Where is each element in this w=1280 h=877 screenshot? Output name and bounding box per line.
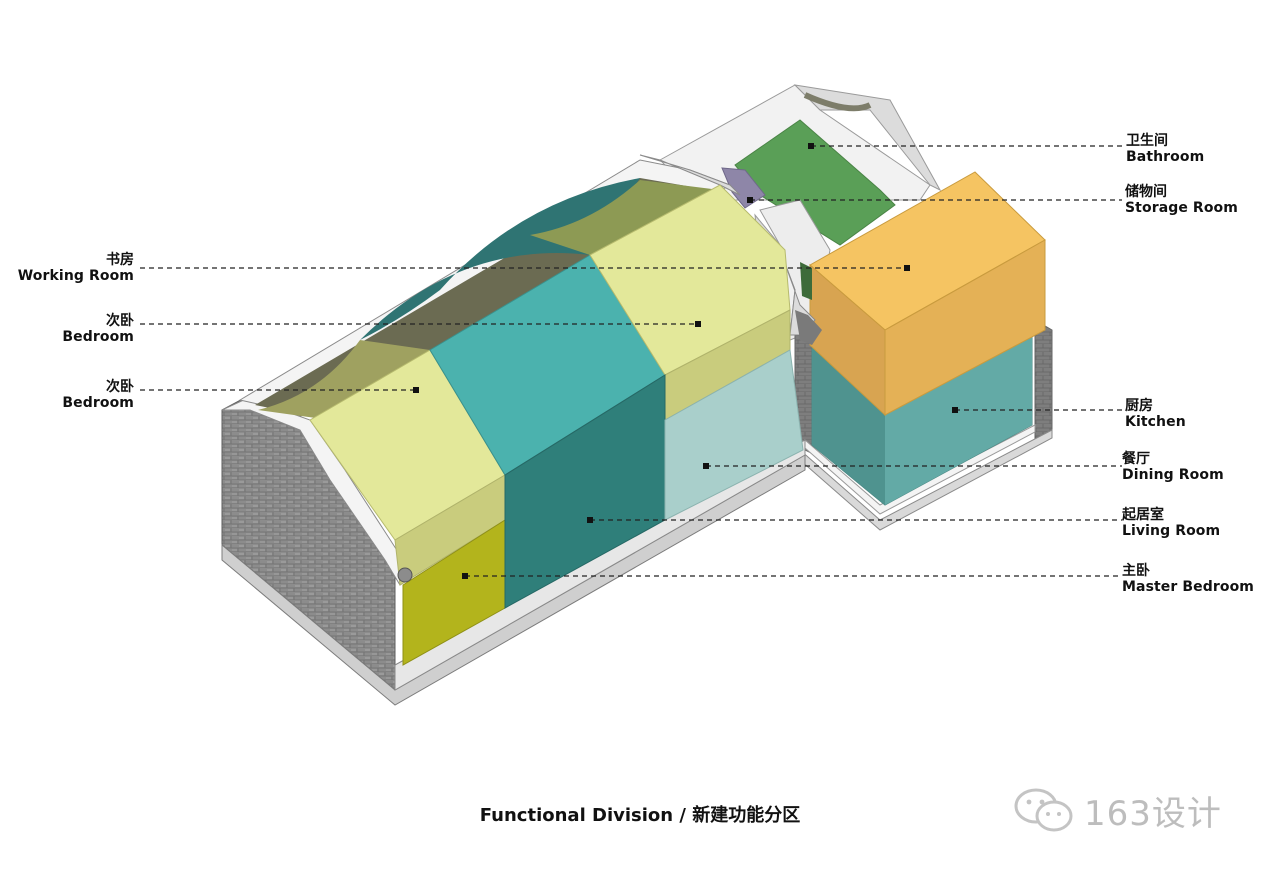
label-en: Bathroom <box>1126 149 1205 165</box>
leader-markers <box>413 143 958 579</box>
label-cn: 卫生间 <box>1126 133 1168 149</box>
label-bedroom-lower: 次卧 Bedroom <box>62 379 134 411</box>
label-working-room: 书房 Working Room <box>18 252 134 284</box>
label-en: Living Room <box>1122 523 1221 539</box>
dining-room-volume <box>664 349 804 521</box>
right-wing <box>794 171 1053 531</box>
figure-caption: Functional Division / 新建功能分区 <box>479 805 801 826</box>
label-cn: 厨房 <box>1125 398 1153 414</box>
wechat-icon <box>1014 788 1073 832</box>
main-building <box>221 154 822 706</box>
label-cn: 起居室 <box>1122 507 1164 523</box>
label-en: Dining Room <box>1122 467 1224 483</box>
label-storage-room: 储物间 Storage Room <box>1125 184 1238 216</box>
label-living-room: 起居室 Living Room <box>1122 507 1220 539</box>
leader-lines <box>140 145 1122 577</box>
watermark-text: 163设计 <box>1084 794 1222 834</box>
label-cn: 餐厅 <box>1122 451 1150 467</box>
label-en: Master Bedroom <box>1122 579 1254 595</box>
label-en: Kitchen <box>1125 414 1186 430</box>
label-master-bedroom: 主卧 Master Bedroom <box>1122 563 1254 595</box>
label-en: Storage Room <box>1125 200 1238 216</box>
label-en: Bedroom <box>62 395 134 411</box>
label-cn: 主卧 <box>1122 563 1150 579</box>
label-cn: 书房 <box>106 252 134 268</box>
label-kitchen: 厨房 Kitchen <box>1125 398 1186 430</box>
label-cn: 次卧 <box>106 379 134 395</box>
label-bedroom-upper: 次卧 Bedroom <box>62 313 134 345</box>
label-cn: 储物间 <box>1125 184 1167 200</box>
label-en: Bedroom <box>62 329 134 345</box>
label-bathroom: 卫生间 Bathroom <box>1126 133 1204 165</box>
label-en: Working Room <box>17 268 134 284</box>
working-room-roof <box>589 184 791 376</box>
label-dining-room: 餐厅 Dining Room <box>1122 451 1224 483</box>
watermark: 163设计 <box>1012 780 1252 840</box>
label-cn: 次卧 <box>106 313 134 329</box>
